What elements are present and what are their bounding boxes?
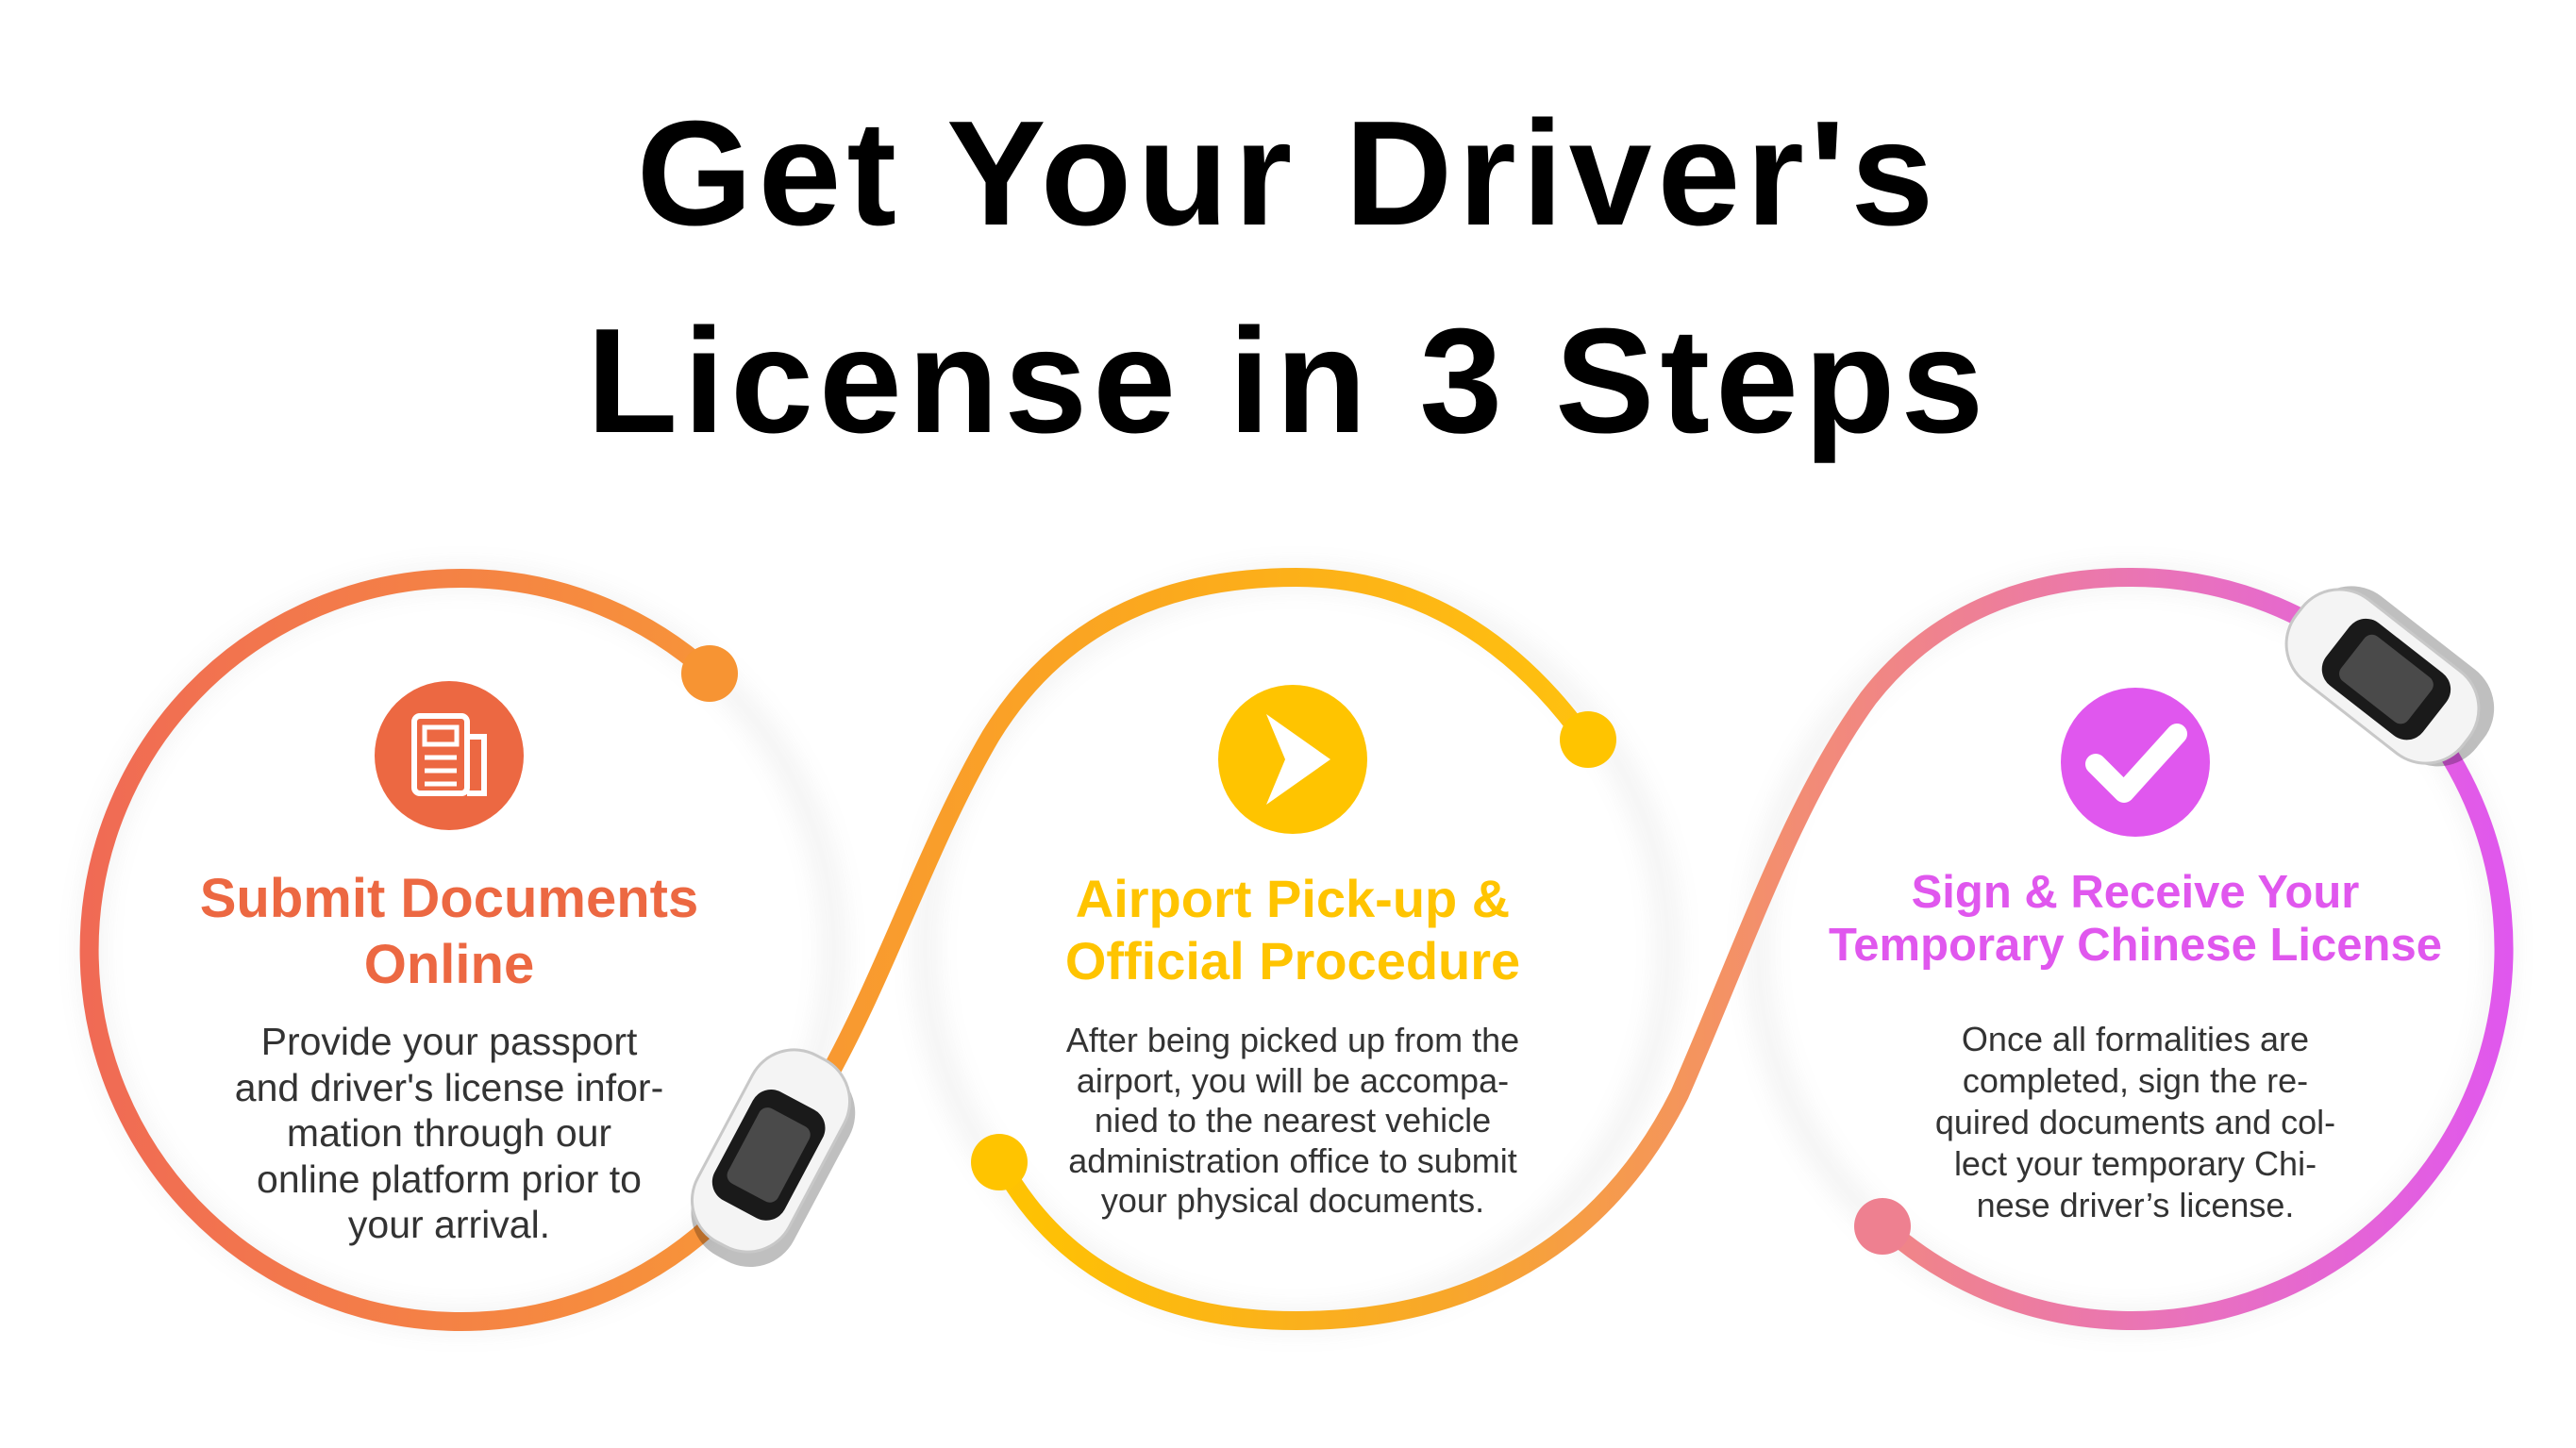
- step-1-heading: Submit Documents Online: [119, 866, 779, 998]
- step-1-description: Provide your passport and driver's licen…: [119, 1019, 779, 1248]
- road-segment-1: [79, 567, 1595, 1331]
- heading-line: Sign & Receive Your: [1911, 867, 2360, 918]
- description-line: nied to the nearest vehicle: [1094, 1101, 1492, 1140]
- step-3-heading: Sign & Receive Your Temporary Chinese Li…: [1805, 866, 2466, 972]
- description-line: airport, you will be accompa-: [1076, 1060, 1510, 1100]
- path-end-dot: [681, 645, 738, 702]
- description-line: Provide your passport: [260, 1020, 638, 1063]
- heading-line: Official Procedure: [1064, 931, 1521, 990]
- heading-line: Airport Pick-up &: [1075, 869, 1511, 928]
- chevron-right-icon: [1218, 685, 1367, 834]
- path-end-dot: [1560, 711, 1616, 768]
- description-line: your arrival.: [347, 1203, 551, 1246]
- description-line: and driver's license infor-: [234, 1065, 664, 1109]
- heading-line: Temporary Chinese License: [1829, 920, 2442, 971]
- page-title-line-2: License in 3 Steps: [586, 298, 1990, 464]
- description-line: After being picked up from the: [1065, 1021, 1520, 1059]
- step-3: Sign & Receive Your Temporary Chinese Li…: [1805, 866, 2466, 1226]
- heading-line: Online: [363, 934, 535, 995]
- step-2-heading: Airport Pick-up & Official Procedure: [962, 868, 1623, 992]
- path-start-dot: [1854, 1198, 1911, 1255]
- description-line: online platform prior to: [257, 1157, 642, 1201]
- path-start-dot: [971, 1134, 1028, 1190]
- description-line: mation through our: [286, 1111, 612, 1155]
- description-line: your physical documents.: [1100, 1181, 1485, 1220]
- step-3-description: Once all formalities are completed, sign…: [1805, 1019, 2466, 1226]
- car-icon: [690, 1048, 856, 1268]
- description-line: Once all formalities are: [1961, 1020, 2310, 1058]
- heading-line: Submit Documents: [199, 868, 699, 929]
- description-line: quired documents and col-: [1934, 1103, 2336, 1141]
- step-1: Submit Documents Online Provide your pas…: [119, 866, 779, 1248]
- document-icon: [375, 681, 524, 830]
- step-2-description: After being picked up from the airport, …: [962, 1021, 1623, 1222]
- description-line: completed, sign the re-: [1962, 1061, 2309, 1100]
- step-2: Airport Pick-up & Official Procedure Aft…: [962, 868, 1623, 1222]
- check-icon: [2061, 688, 2210, 837]
- description-line: administration office to submit: [1068, 1140, 1517, 1180]
- description-line: lect your temporary Chi-: [1953, 1144, 2317, 1183]
- page-title-line-1: Get Your Driver's: [636, 91, 1940, 257]
- description-line: nese driver’s license.: [1976, 1186, 2295, 1224]
- car-icon: [2284, 586, 2495, 767]
- road-segment-2: [990, 567, 2514, 1331]
